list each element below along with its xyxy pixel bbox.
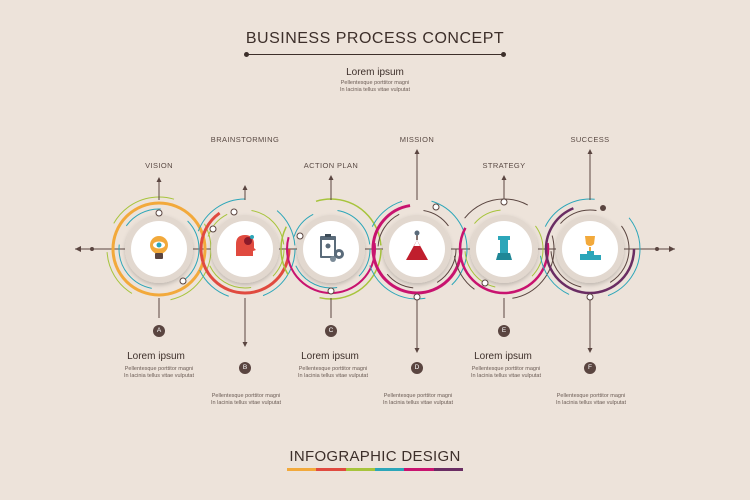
- step-e-line2: In lacinia tellus vitae vulputat: [470, 373, 541, 379]
- step-c-line2: In lacinia tellus vitae vulputat: [297, 373, 368, 379]
- step-e-heading: Lorem ipsum: [474, 351, 532, 362]
- step-badge-f: F: [584, 362, 596, 374]
- axis-dot-right: [655, 247, 659, 251]
- page-title: BUSINESS PROCESS CONCEPT: [245, 30, 505, 47]
- brain-head-icon: [236, 235, 256, 256]
- step-c-line1: Pellentesque porttitor magni: [298, 366, 368, 372]
- step-label-mission: MISSION: [399, 135, 435, 144]
- footer-bar-segment: [404, 468, 434, 471]
- step-label-action-plan: ACTION PLAN: [303, 161, 359, 170]
- title-underline: [244, 52, 506, 57]
- step-a-line1: Pellentesque porttitor magni: [124, 366, 194, 372]
- footer-bar-segment: [287, 468, 317, 471]
- step-a-line2: In lacinia tellus vitae vulputat: [123, 373, 194, 379]
- footer-bar-segment: [375, 468, 405, 471]
- step-badge-d: D: [411, 362, 423, 374]
- intro-line1: Pellentesque porttitor magni: [340, 80, 410, 86]
- step-label-vision: VISION: [145, 161, 173, 170]
- step-f-line2: In lacinia tellus vitae vulputat: [555, 400, 626, 406]
- step-label-success: SUCCESS: [570, 135, 610, 144]
- step-e-line1: Pellentesque porttitor magni: [471, 366, 541, 372]
- step-c-heading: Lorem ipsum: [301, 351, 359, 362]
- chess-rook-icon: [496, 236, 512, 260]
- step-d-line1: Pellentesque porttitor magni: [383, 393, 453, 399]
- footer-title: INFOGRAPHIC DESIGN: [289, 448, 461, 465]
- step-badge-b: B: [239, 362, 251, 374]
- footer-bar-segment: [345, 468, 375, 471]
- step-badge-e: E: [498, 325, 510, 337]
- axis-dot-left: [90, 247, 94, 251]
- step-label-strategy: STRATEGY: [482, 161, 526, 170]
- trophy-podium-icon: [580, 236, 601, 260]
- step-f-line1: Pellentesque porttitor magni: [556, 393, 626, 399]
- intro-line2: In lacinia tellus vitae vulputat: [339, 87, 410, 93]
- clipboard-gears-icon: [320, 234, 344, 262]
- step-d-line2: In lacinia tellus vitae vulputat: [382, 400, 453, 406]
- step-badge-a: A: [153, 325, 165, 337]
- step-b-line2: In lacinia tellus vitae vulputat: [210, 400, 281, 406]
- footer-bar-segment: [316, 468, 346, 471]
- intro-heading: Lorem ipsum: [346, 67, 404, 78]
- step-b-line1: Pellentesque porttitor magni: [211, 393, 281, 399]
- mountain-target-icon: [406, 230, 428, 260]
- step-brainstorming-graphic: [194, 185, 296, 347]
- lightbulb-eye-icon: [150, 236, 168, 259]
- step-label-brainstorming: BRAINSTORMING: [210, 135, 280, 144]
- footer-bar-segment: [433, 468, 463, 471]
- step-a-heading: Lorem ipsum: [127, 351, 185, 362]
- step-badge-c: C: [325, 325, 337, 337]
